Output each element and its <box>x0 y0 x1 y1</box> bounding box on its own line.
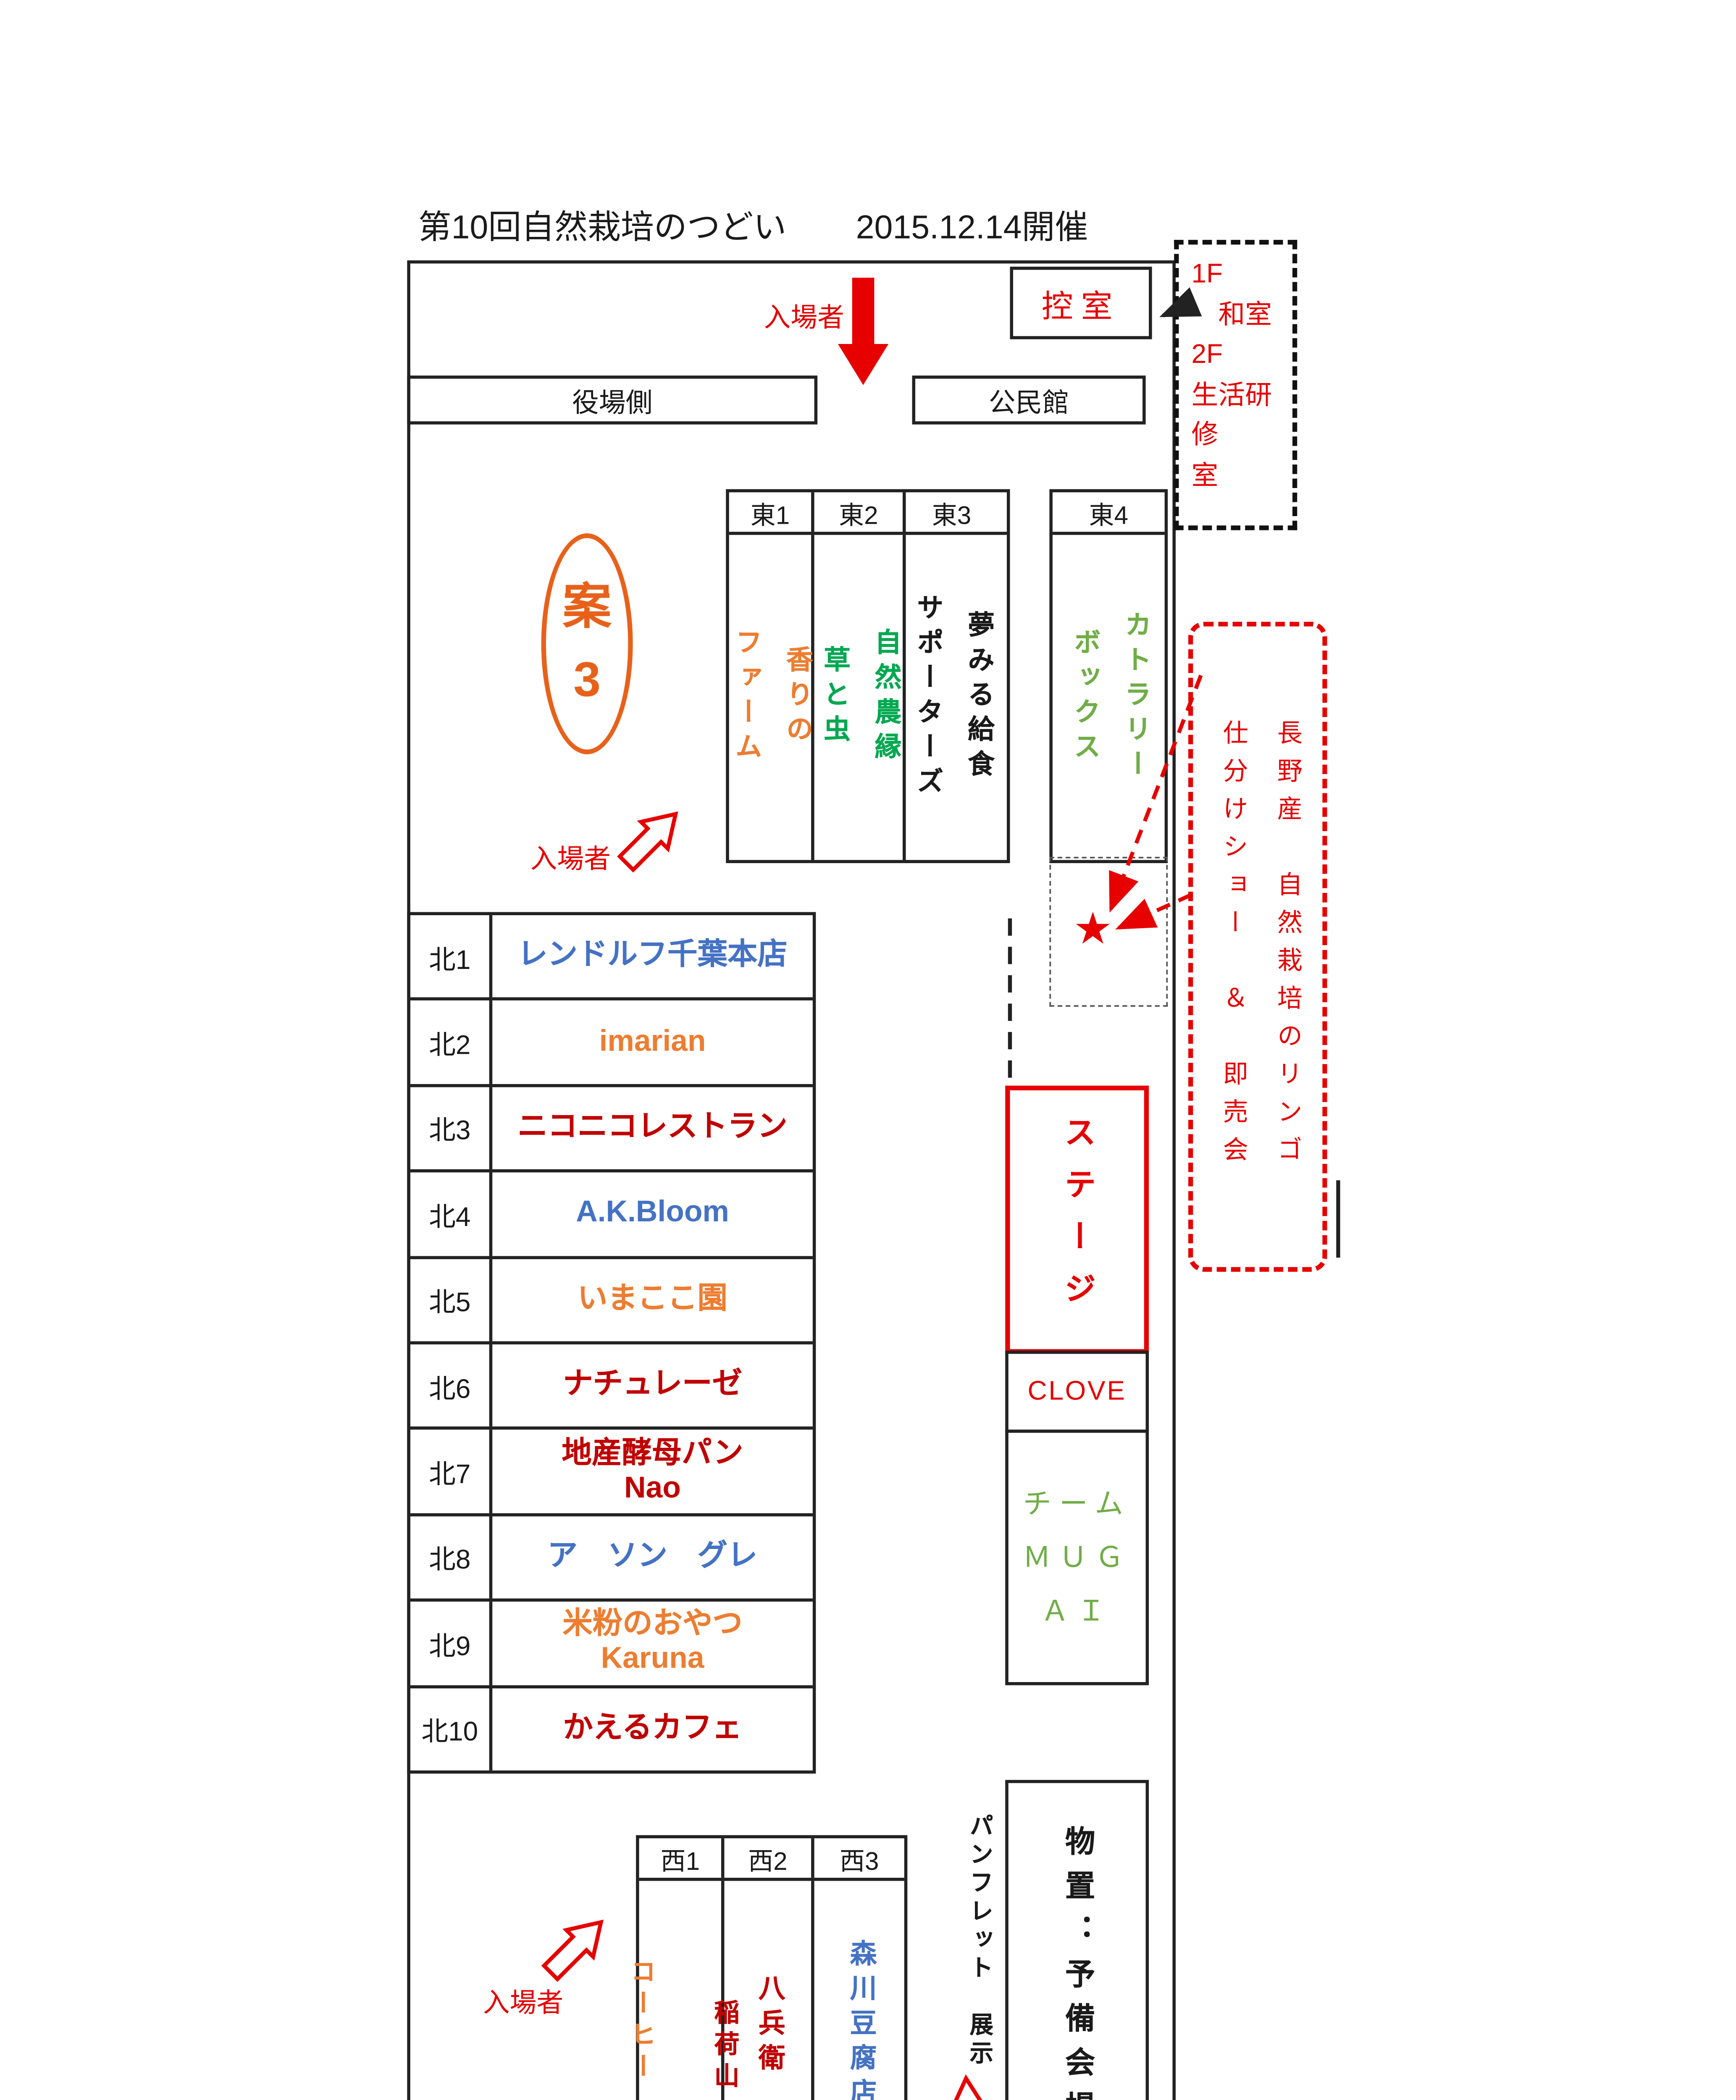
table-row: 北5 いまここ園 <box>410 1258 813 1344</box>
apple-event-box: 長野産 自然栽培のリンゴ 仕分けショー ＆ 即売会 <box>1188 622 1327 1272</box>
stall-id-north2: 北2 <box>410 1001 493 1084</box>
stall-id-east2: 東2 <box>814 492 906 532</box>
townhall-side-box: 役場側 <box>407 375 818 425</box>
stall-name-north4: A.K.Bloom <box>576 1197 729 1230</box>
waiting-room-label: 控室 <box>1041 289 1121 325</box>
clove-box: CLOVE <box>1005 1350 1149 1433</box>
stall-name-inariyama: 稲荷山 <box>709 1998 736 2093</box>
stall-name-north10: かえるカフェ <box>563 1712 742 1745</box>
stall-name-north6: ナチュレーゼ <box>563 1368 742 1402</box>
stall-name-east4: カトラリー ボックス <box>1069 610 1150 785</box>
stall-id-west1: 西1 <box>639 1838 725 1878</box>
apple-event-label: 長野産 自然栽培のリンゴ 仕分けショー ＆ 即売会 <box>1218 719 1300 1174</box>
annex-label: 1F 和室 2F 生活研修 室 <box>1191 259 1272 490</box>
north-stalls-table: 北1 レンドルフ千葉本店 北2 imarian 北3 ニコニコレストラン 北4 … <box>407 912 816 1774</box>
stall-id-north7: 北7 <box>410 1430 493 1513</box>
stall-cell: 森川豆腐店 <box>814 1881 904 2100</box>
stall-cell: 香りの ファーム <box>729 535 814 860</box>
stall-id-west2: 西2 <box>724 1838 814 1878</box>
east4-reserved-area <box>1049 857 1168 1007</box>
west-stalls-table: 西1 西2 西3 稲荷山 コーヒー 八兵衛 森川豆腐店 <box>626 1835 908 2100</box>
stall-id-north8: 北8 <box>410 1516 493 1599</box>
event-title: 第10回自然栽培のつどい <box>418 210 787 247</box>
entrance-label-left: 入場者 <box>530 844 611 874</box>
stall-id-east1: 東1 <box>729 492 814 532</box>
stall-name-west2: 八兵衛 <box>754 1973 784 2078</box>
stall-name-east2: 自然農縁 草と虫 <box>819 628 900 767</box>
stall-name-west1: 稲荷山 コーヒー <box>576 1958 784 2093</box>
stage-label: ステージ <box>1058 1116 1094 1324</box>
stall-name-west3: 森川豆腐店 <box>845 1938 875 2100</box>
plan-badge-number: 3 <box>573 651 601 707</box>
stall-name-north9: 米粉のおやつ Karuna <box>562 1609 743 1677</box>
waiting-room-box: 控室 <box>1010 266 1152 339</box>
stall-name-north7: 地産酵母パン Nao <box>562 1437 743 1505</box>
stall-id-north6: 北6 <box>410 1344 493 1427</box>
stall-id-north3: 北3 <box>410 1087 493 1170</box>
stall-cell: 八兵衛 <box>724 1881 814 2100</box>
stall-id-north9: 北9 <box>410 1601 493 1685</box>
stall-id-west3: 西3 <box>839 1848 879 1876</box>
stall-id-north4: 北4 <box>410 1173 493 1255</box>
stage-box: ステージ <box>1005 1085 1149 1354</box>
clove-label: CLOVE <box>1027 1376 1127 1406</box>
event-date: 2015.12.14開催 <box>856 210 1088 247</box>
storage-box: 物置：予備会場 <box>1005 1780 1149 2100</box>
table-row: 北2 imarian <box>410 1001 813 1087</box>
table-row: 北1 レンドルフ千葉本店 <box>410 915 813 1001</box>
east4-table: 東4 カトラリー ボックス <box>1049 489 1168 864</box>
plan-badge: 案 3 <box>541 533 633 754</box>
stall-id-north10: 北10 <box>410 1688 493 1771</box>
table-row: 北6 ナチュレーゼ <box>410 1344 813 1431</box>
stall-id-east3: 東3 <box>932 502 972 530</box>
table-row: 北4 A.K.Bloom <box>410 1173 813 1259</box>
table-row: 北9 米粉のおやつ Karuna <box>410 1601 813 1688</box>
table-row: 北3 ニコニコレストラン <box>410 1087 813 1173</box>
stall-id-north5: 北5 <box>410 1258 493 1341</box>
annex-box: 1F 和室 2F 生活研修 室 <box>1174 240 1297 530</box>
stall-cell: 夢みる給食 サポーターズ <box>906 535 998 860</box>
table-row: 北7 地産酵母パン Nao <box>410 1430 813 1516</box>
stall-name-north1: レンドルフ千葉本店 <box>517 939 788 973</box>
stall-cell: カトラリー ボックス <box>1053 535 1165 860</box>
pamphlet-label: パンフレット 展示 <box>966 1813 994 2069</box>
plan-badge-char: 案 <box>562 578 612 634</box>
stall-name-north2: imarian <box>599 1025 706 1058</box>
stall-name-north8: ア ソン グレ <box>547 1540 758 1573</box>
community-center-label: 公民館 <box>988 388 1069 418</box>
page-title: 第10回自然栽培のつどい 2015.12.14開催 <box>418 202 1088 249</box>
stall-id-east4: 東4 <box>1089 502 1129 530</box>
stall-cell: 稲荷山 コーヒー <box>626 1881 736 2100</box>
team-mugai-box: チーム ＭＵＧ ＡＩ <box>1005 1429 1149 1685</box>
community-center-box: 公民館 <box>912 375 1146 425</box>
team-mugai-label: チーム ＭＵＧ ＡＩ <box>1022 1487 1132 1627</box>
stall-name-east1: 香りの ファーム <box>730 628 812 767</box>
stall-id-north1: 北1 <box>410 915 493 998</box>
storage-label: 物置：予備会場 <box>1060 1824 1094 2100</box>
stall-name-north3: ニコニコレストラン <box>517 1111 788 1144</box>
table-row: 北10 かえるカフェ <box>410 1688 813 1771</box>
east-stalls-table: 東1 東2 東3 香りの ファーム 自然農縁 草と虫 夢みる給食 サポーターズ <box>726 489 1010 864</box>
stall-name-north5: いまここ園 <box>578 1282 727 1316</box>
star-marker: ★ <box>1073 904 1113 953</box>
stall-cell: 自然農縁 草と虫 <box>814 535 906 860</box>
entrance-label-top: 入場者 <box>764 303 844 333</box>
stall-name-east3: 夢みる給食 サポーターズ <box>912 593 993 802</box>
pamphlet-display: パンフレット 展示 <box>956 1799 1004 2083</box>
stall-name-coffee: コーヒー <box>626 1957 653 2084</box>
table-row: 北8 ア ソン グレ <box>410 1516 813 1602</box>
townhall-side-label: 役場側 <box>572 388 653 418</box>
entrance-label-bottom-left: 入場者 <box>483 1988 564 2019</box>
